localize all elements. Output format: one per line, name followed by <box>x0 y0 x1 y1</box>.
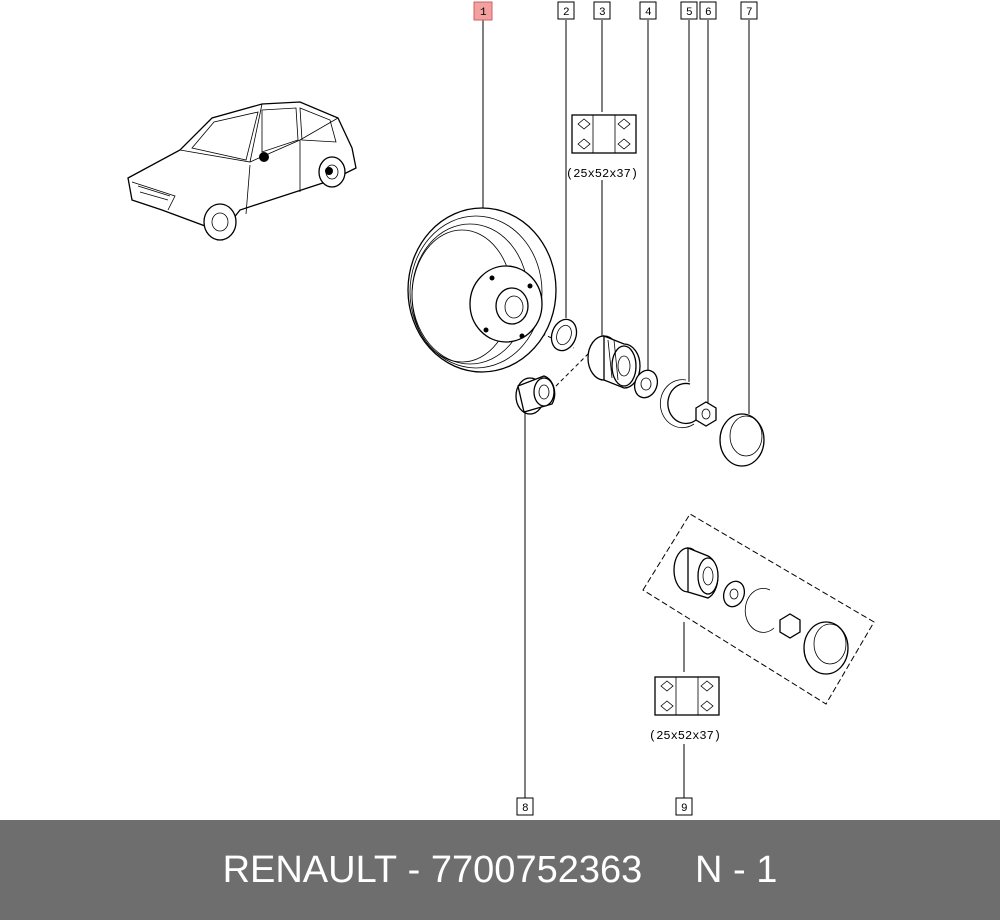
callout-2[interactable]: 2 <box>557 1 575 20</box>
callout-3-label: 3 <box>599 7 606 19</box>
callout-6[interactable]: 6 <box>699 1 717 20</box>
footer-part-number: 7700752363 <box>430 848 643 891</box>
thrust-washer <box>633 369 659 399</box>
callout-1[interactable]: 1 <box>473 1 493 21</box>
callout-5-label: 5 <box>686 7 693 19</box>
callout-5[interactable]: 5 <box>680 1 698 20</box>
callout-4[interactable]: 4 <box>639 1 657 20</box>
callout-1-label: 1 <box>480 7 487 19</box>
footer-sheet: N - 1 <box>695 848 778 891</box>
car-illustration <box>127 101 357 241</box>
callout-2-label: 2 <box>563 7 570 19</box>
callout-8[interactable]: 8 <box>516 797 534 816</box>
hub-cap <box>719 413 765 467</box>
dimension-label-top: (25x52x37) <box>566 167 638 181</box>
callout-9-label: 9 <box>681 803 688 815</box>
brake-drum <box>407 207 557 373</box>
callout-7[interactable]: 7 <box>740 1 758 20</box>
callout-3[interactable]: 3 <box>593 1 611 20</box>
wheel-bearing <box>587 335 641 389</box>
callout-6-label: 6 <box>705 7 712 19</box>
footer-banner: RENAULT - 7700752363 N - 1 <box>0 820 1000 920</box>
circlip <box>659 379 697 429</box>
callout-9[interactable]: 9 <box>675 797 693 816</box>
callout-8-label: 8 <box>522 803 529 815</box>
callout-4-label: 4 <box>645 7 652 19</box>
dimension-label-bottom: (25x52x37) <box>649 729 721 743</box>
footer-brand: RENAULT <box>222 848 398 891</box>
exploded-parts-diagram: (25x52x37) (25x52x37) 1 2 3 4 5 6 7 8 <box>127 1 875 816</box>
bearing-symbol-bottom <box>654 676 720 716</box>
callout-7-label: 7 <box>746 7 753 19</box>
footer-gap <box>642 849 695 892</box>
seal-ring <box>550 318 578 352</box>
hub-nut <box>695 401 717 427</box>
inner-bearing <box>515 375 556 415</box>
bearing-symbol-top <box>571 114 637 154</box>
bearing-kit <box>642 513 875 705</box>
footer-separator: - <box>397 848 431 891</box>
